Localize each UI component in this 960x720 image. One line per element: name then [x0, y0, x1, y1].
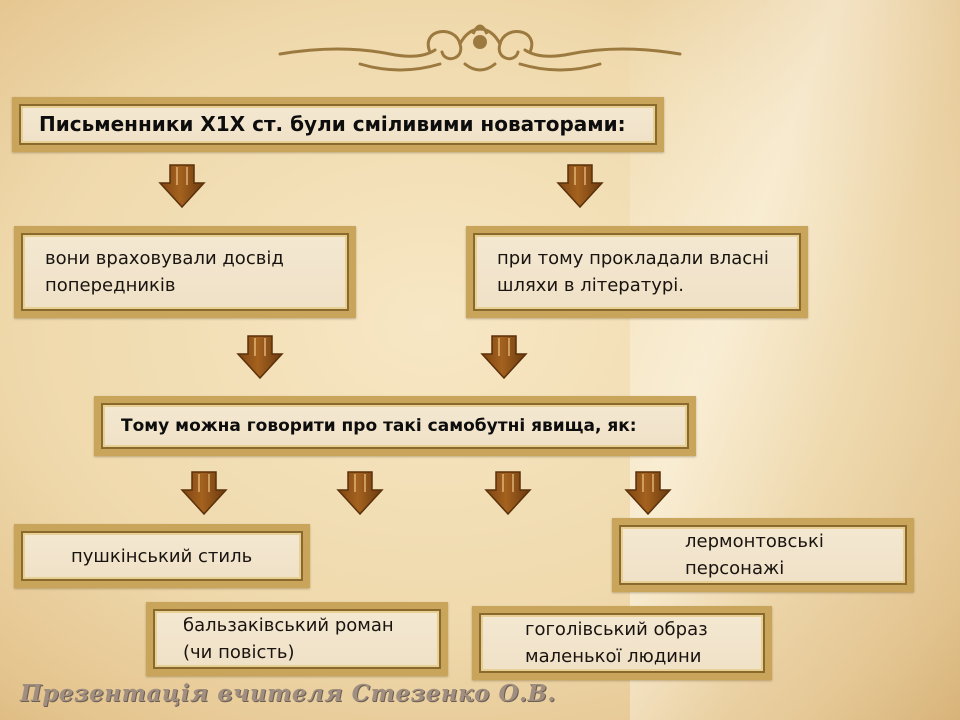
conclusion-box: Тому можна говорити про такі самобутні я… [94, 396, 696, 456]
right-statement-box: при тому прокладали власні шляхи в літер… [466, 226, 808, 318]
arrow-down-icon [484, 470, 532, 516]
left-statement-box: вони враховували досвід попередників [14, 226, 356, 318]
arrow-down-icon [624, 470, 672, 516]
arrow-down-icon [336, 470, 384, 516]
left-statement-text: вони враховували досвід попередників [45, 248, 284, 296]
arrow-down-icon [236, 334, 284, 380]
gogol-image-text: гоголівський образ маленької людини [525, 619, 708, 667]
flourish-ornament [278, 24, 682, 72]
title-box: Письменники Х1Х ст. були сміливими новат… [12, 97, 664, 152]
arrow-down-icon [480, 334, 528, 380]
gogol-image-box: гоголівський образ маленької людини [472, 606, 772, 680]
conclusion-text: Тому можна говорити про такі самобутні я… [121, 415, 637, 436]
right-statement-text: при тому прокладали власні шляхи в літер… [497, 248, 769, 296]
pushkin-style-box: пушкінський стиль [14, 524, 310, 588]
arrow-down-icon [556, 163, 604, 209]
arrow-down-icon [180, 470, 228, 516]
lermontov-characters-text: лермонтовські персонажі [685, 531, 824, 579]
balzac-novel-box: бальзаківський роман (чи повість) [146, 602, 448, 676]
footer-credit: Презентація вчителя Стезенко О.В. [20, 680, 556, 707]
lermontov-characters-box: лермонтовські персонажі [612, 518, 914, 592]
title-text: Письменники Х1Х ст. були сміливими новат… [39, 112, 626, 136]
balzac-novel-text: бальзаківський роман (чи повість) [183, 615, 394, 663]
pushkin-style-text: пушкінський стиль [71, 545, 253, 567]
arrow-down-icon [158, 163, 206, 209]
